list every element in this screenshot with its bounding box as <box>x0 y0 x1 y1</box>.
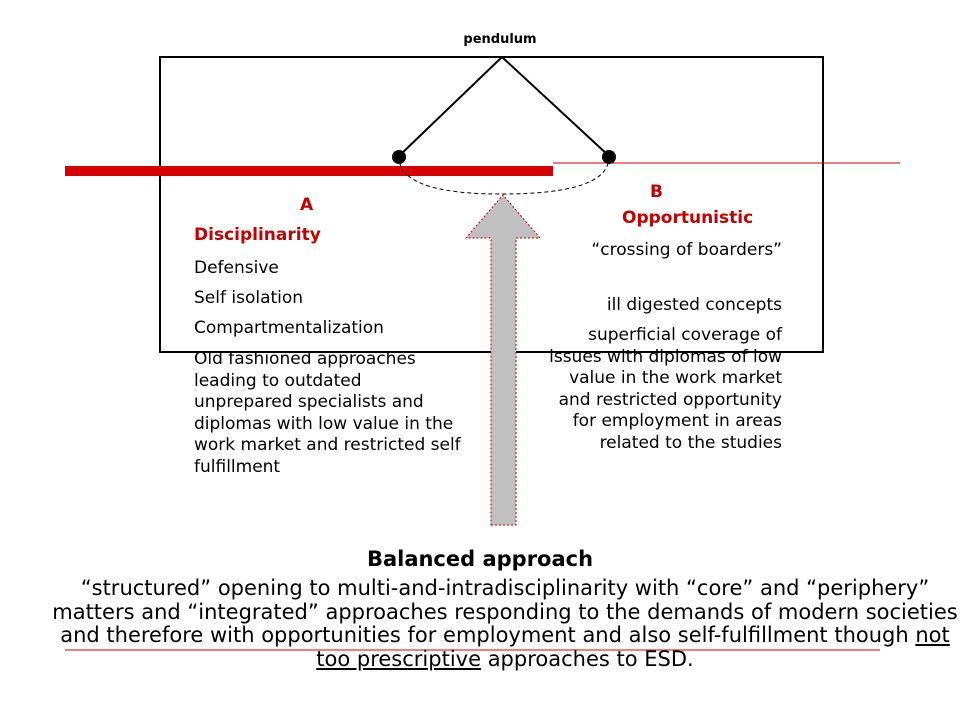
left-letter: A <box>300 195 314 215</box>
right-letter: B <box>650 182 663 202</box>
left-item: Compartmentalization <box>194 318 384 338</box>
paragraph-underlined: not too prescriptive <box>316 623 950 671</box>
balanced-title: Balanced approach <box>366 547 594 571</box>
balanced-paragraph: “structured” opening to multi-and-intrad… <box>50 576 960 671</box>
right-description: superficial coverage of issues with dipl… <box>549 325 782 453</box>
pendulum-string-left <box>398 56 503 157</box>
left-heading: Disciplinarity <box>194 225 321 245</box>
left-description: Old fashioned approaches leading to outd… <box>194 349 461 477</box>
pendulum-label: pendulum <box>463 32 537 47</box>
left-item: Self isolation <box>194 288 304 308</box>
pendulum-swing-arc <box>398 156 610 195</box>
left-item: Defensive <box>194 258 279 278</box>
balanced-arrow <box>464 194 542 526</box>
right-item: “crossing of boarders” <box>591 240 782 260</box>
right-heading: Opportunistic <box>622 208 754 228</box>
paragraph-main: “structured” opening to multi-and-intrad… <box>52 576 958 647</box>
right-item: ill digested concepts <box>606 295 782 315</box>
pendulum-string-right <box>501 56 610 157</box>
paragraph-end: approaches to ESD. <box>481 646 694 671</box>
